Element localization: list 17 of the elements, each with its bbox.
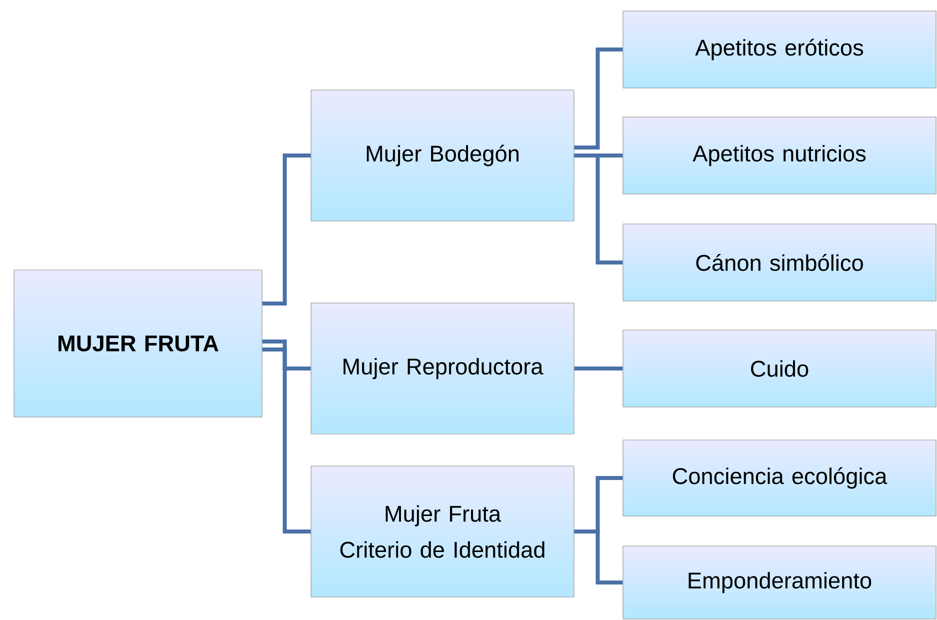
process-box: Emponderamiento [622, 546, 936, 620]
connector-line [262, 348, 311, 534]
process-box: Apetitos eróticos [622, 10, 936, 88]
process-box: Cánon simbólico [622, 224, 936, 302]
connector-line [262, 340, 311, 370]
process-box: Mujer Bodegón [310, 90, 574, 222]
connector-line [574, 154, 623, 264]
connector-line [262, 154, 311, 306]
process-box: Apetitos nutricios [622, 116, 936, 194]
process-box: Mujer Fruta Criterio de Identidad [310, 466, 574, 598]
process-box: Conciencia ecológica [622, 440, 936, 516]
connector-line [574, 366, 623, 370]
process-box: MUJER FRUTA [14, 270, 262, 418]
connector-line [574, 530, 623, 584]
process-box: Mujer Reproductora [310, 302, 574, 434]
connector-line [574, 48, 623, 150]
process-box: Cuido [622, 330, 936, 408]
